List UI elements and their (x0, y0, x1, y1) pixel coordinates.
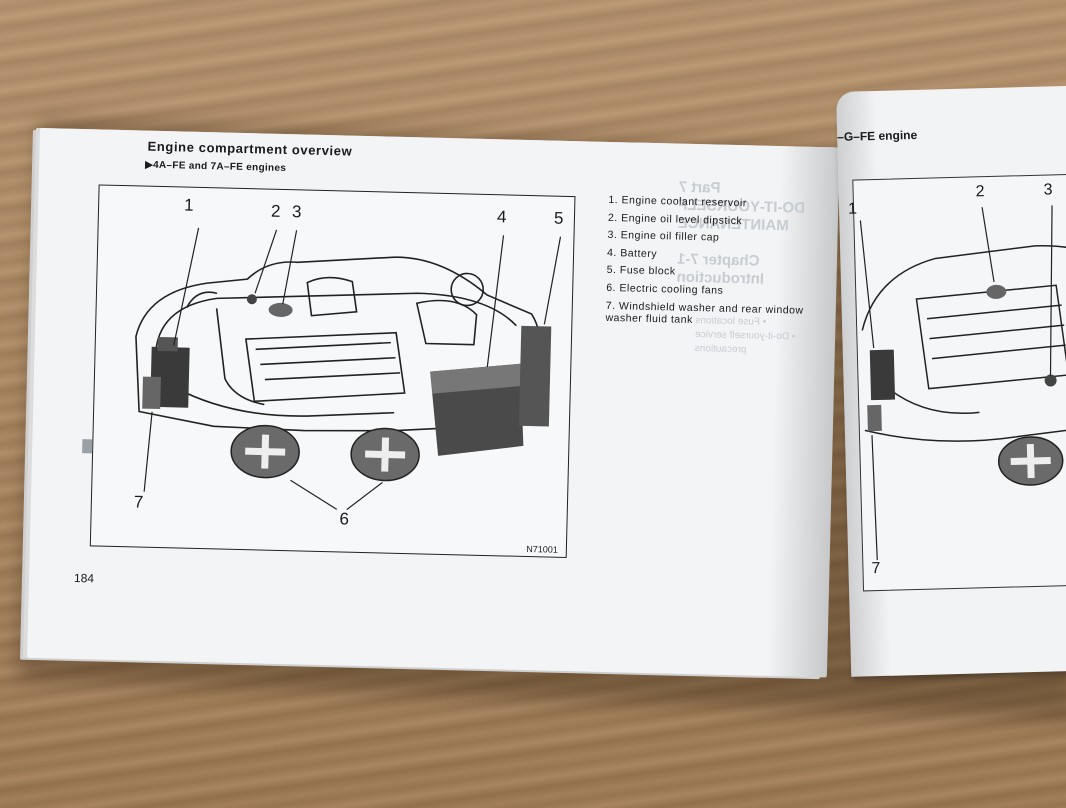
manual-right-page: –G–FE engine 1 2 3 7 (836, 85, 1066, 677)
right-page-subtitle: –G–FE engine (836, 127, 918, 144)
callout-1: 1 (183, 195, 194, 215)
engine-diagram-right: 1 2 3 7 (848, 172, 1066, 592)
section-subtitle: ▶4A–FE and 7A–FE engines (144, 159, 287, 175)
engine-illustration (135, 227, 562, 511)
callout-5: 5 (553, 208, 564, 228)
callout-7: 7 (133, 492, 144, 512)
engine-diagram: 1 2 3 4 5 6 7 N71001 (89, 184, 576, 558)
edge-tab-marker (82, 439, 93, 454)
parts-legend: 1. Engine coolant reservoir 2. Engine oi… (605, 192, 838, 330)
page-number: 184 (73, 570, 95, 586)
callout-3: 3 (291, 202, 302, 222)
callout-4: 4 (496, 207, 507, 227)
figure-code: N71001 (526, 544, 558, 555)
right-callout-2: 2 (975, 183, 985, 201)
legend-item: 7. Windshield washer and rear window was… (605, 299, 804, 327)
callout-2: 2 (270, 201, 281, 221)
right-callout-1: 1 (847, 200, 858, 218)
engine-illustration-right (859, 205, 1066, 561)
callout-6: 6 (339, 509, 350, 529)
page-title: Engine compartment overview (147, 138, 353, 159)
right-callout-7: 7 (871, 560, 881, 578)
right-callout-3: 3 (1043, 181, 1053, 199)
